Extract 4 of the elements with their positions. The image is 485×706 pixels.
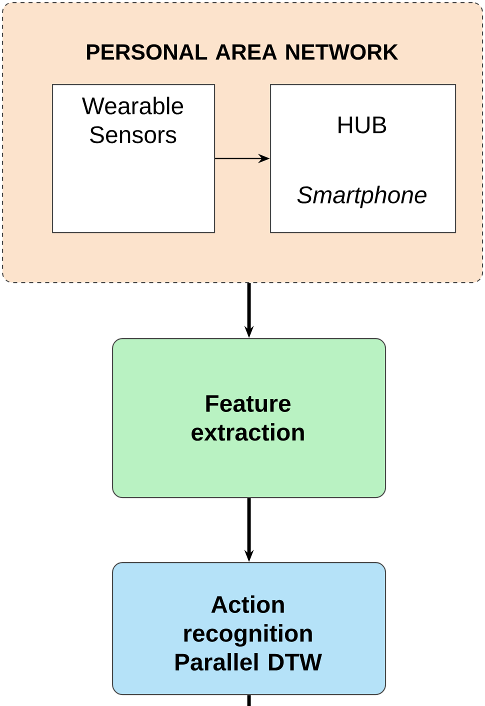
process-box: HUB Smartphone xyxy=(270,84,456,234)
process-box: Wearable Sensors xyxy=(52,84,216,234)
process-box: Feature extraction xyxy=(112,338,386,498)
process-box: Action recognition Parallel DTW xyxy=(112,562,386,696)
